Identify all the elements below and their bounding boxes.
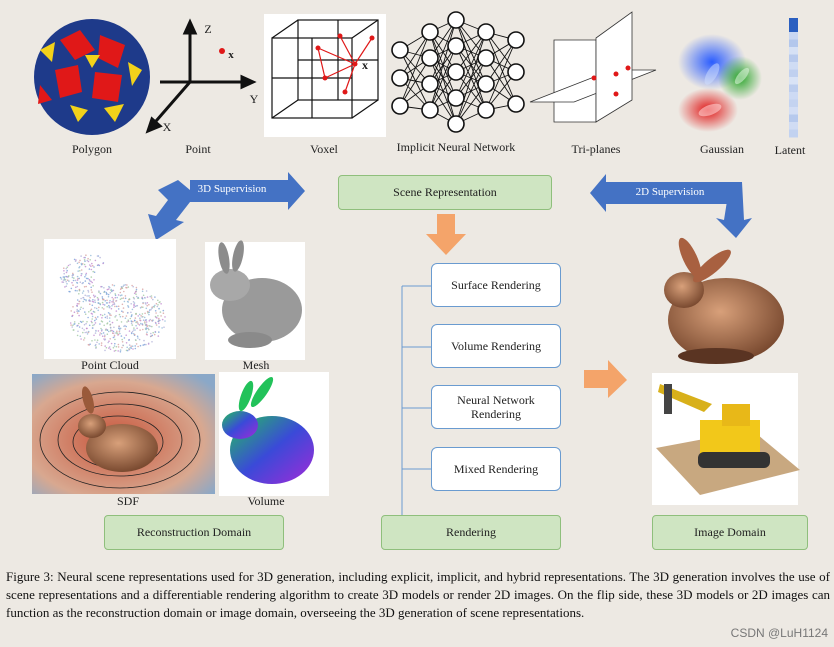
neural-network-icon <box>391 11 525 133</box>
rendering-box: Rendering <box>381 515 561 550</box>
3d-supervision-arrow <box>148 172 305 240</box>
2d-supervision-label: 2D Supervision <box>635 186 705 198</box>
axis-z-label: Z <box>204 22 212 36</box>
figure-caption: Figure 3: Neural scene representations u… <box>6 569 830 620</box>
volume-image <box>219 372 329 496</box>
surface-rendering-box: Surface Rendering <box>431 263 561 307</box>
label-polygon: Polygon <box>71 142 112 156</box>
label-implicit-neural-network: Implicit Neural Network <box>396 140 516 154</box>
rendered-bunny-image <box>664 237 784 364</box>
label-volume: Volume <box>247 494 285 508</box>
label-point-cloud: Point Cloud <box>81 358 139 372</box>
label-voxel: Voxel <box>310 142 338 156</box>
voxel-x-label: x <box>362 58 368 72</box>
image-domain-box: Image Domain <box>652 515 808 550</box>
polygon-icon <box>34 19 150 135</box>
rendered-lego-image <box>652 373 800 505</box>
2d-supervision-arrow <box>590 174 752 238</box>
scene-down-arrow <box>426 214 466 255</box>
volume-rendering-box: Volume Rendering <box>431 324 561 368</box>
point-marker <box>219 48 225 54</box>
axis-x-label: X <box>162 120 172 134</box>
voxel-grid-icon <box>264 14 386 137</box>
label-sdf: SDF <box>116 494 139 508</box>
label-latent: Latent <box>774 143 806 157</box>
triplane-icon <box>529 11 657 123</box>
rendering-to-image-arrow <box>584 360 627 398</box>
3d-supervision-label: 3D Supervision <box>197 183 267 195</box>
label-point: Point <box>185 142 211 156</box>
sdf-image <box>32 374 215 494</box>
label-gaussian: Gaussian <box>700 142 744 156</box>
latent-icon <box>789 18 798 138</box>
point-cloud-image <box>44 239 176 359</box>
point-axes-icon <box>145 18 257 134</box>
rendering-bracket <box>401 285 431 516</box>
gaussian-icon <box>678 34 762 132</box>
label-mesh: Mesh <box>242 358 270 372</box>
neural-network-rendering-box: Neural Network Rendering <box>431 385 561 429</box>
axis-y-label: Y <box>249 92 259 106</box>
point-x-label: x <box>228 49 234 61</box>
mesh-image <box>205 240 305 360</box>
scene-representation-box: Scene Representation <box>338 175 552 210</box>
triplane-points <box>591 65 631 97</box>
watermark: CSDN @LuH1124 <box>730 626 828 640</box>
label-tri-planes: Tri-planes <box>571 142 621 156</box>
mixed-rendering-box: Mixed Rendering <box>431 447 561 491</box>
reconstruction-domain-box: Reconstruction Domain <box>104 515 284 550</box>
